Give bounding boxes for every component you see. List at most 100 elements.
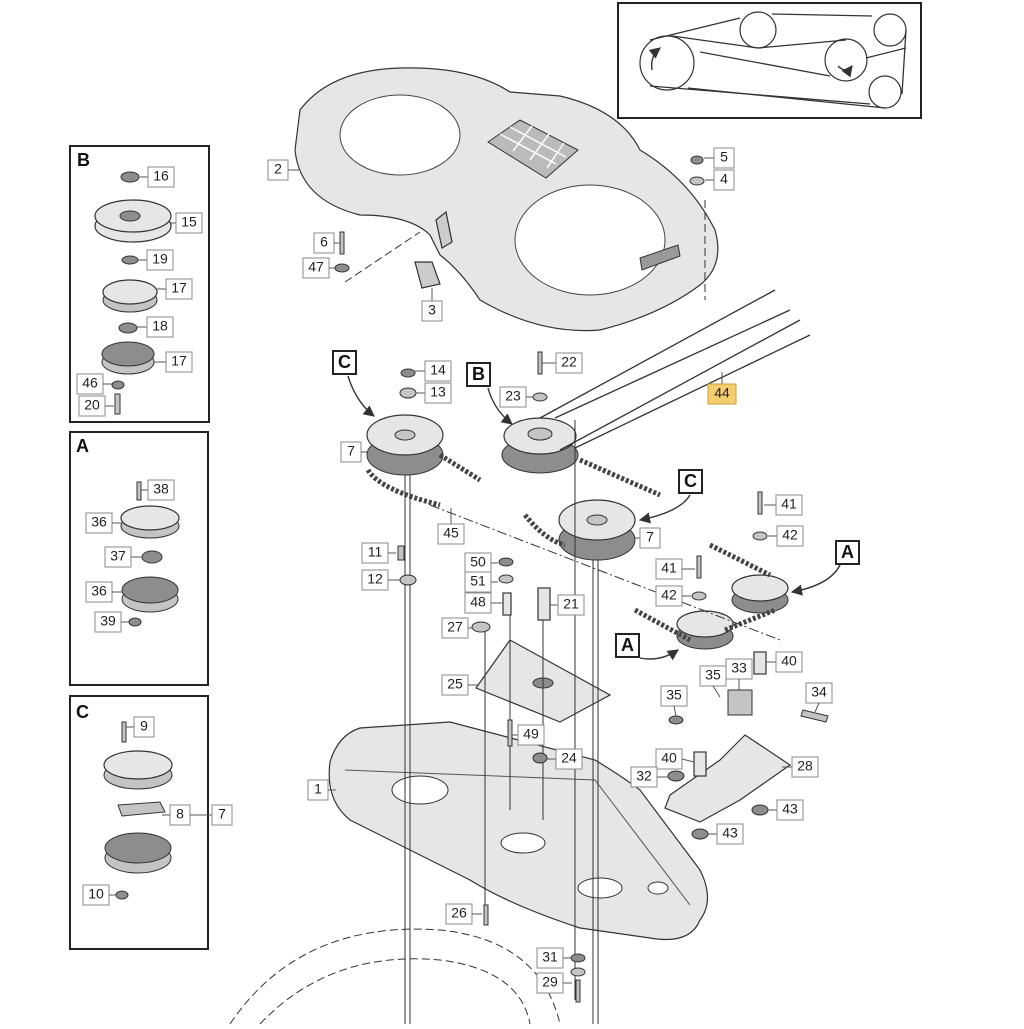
svg-text:36: 36 [91, 583, 107, 599]
svg-text:23: 23 [505, 388, 521, 404]
svg-text:C: C [338, 352, 351, 372]
small-hardware [334, 155, 829, 1003]
callout-3: 3 [421, 288, 443, 322]
inset-a-title: A [76, 436, 89, 456]
callout-8: 8 [162, 804, 191, 826]
callout-50: 50 [464, 552, 498, 574]
svg-text:12: 12 [367, 571, 383, 587]
guide-lines [344, 200, 706, 300]
callout-11: 11 [361, 542, 396, 564]
svg-text:42: 42 [782, 527, 798, 543]
svg-text:7: 7 [218, 806, 226, 822]
callout-4: 4 [705, 169, 735, 191]
top-cover [294, 67, 719, 332]
svg-text:50: 50 [470, 554, 486, 570]
callout-43-lower: 43 [708, 823, 744, 845]
callout-35-upper: 35 [699, 665, 727, 698]
callout-2: 2 [267, 159, 300, 181]
callout-45: 45 [437, 508, 465, 545]
svg-text:27: 27 [447, 619, 463, 635]
svg-text:21: 21 [563, 596, 579, 612]
svg-text:8: 8 [176, 806, 184, 822]
sprocket-a-right [731, 574, 789, 614]
callout-36-lower: 36 [85, 581, 122, 603]
callout-40-lower: 40 [655, 748, 695, 770]
svg-text:37: 37 [110, 548, 126, 564]
svg-text:35: 35 [666, 687, 682, 703]
callout-28: 28 [782, 756, 819, 778]
callout-13: 13 [416, 382, 452, 404]
svg-text:C: C [684, 471, 697, 491]
svg-text:26: 26 [451, 905, 467, 921]
svg-text:18: 18 [152, 318, 168, 334]
pointer-b: B [466, 362, 513, 425]
svg-text:33: 33 [731, 660, 747, 676]
svg-text:20: 20 [84, 397, 100, 413]
svg-text:40: 40 [781, 653, 797, 669]
callout-34: 34 [805, 682, 833, 713]
callout-16: 16 [140, 166, 175, 188]
callout-24: 24 [547, 748, 583, 770]
callout-47: 47 [302, 257, 335, 279]
callout-46: 46 [76, 373, 112, 395]
callout-31: 31 [536, 947, 571, 969]
callout-37: 37 [104, 546, 142, 568]
callout-49: 49 [512, 724, 545, 746]
callout-14: 14 [415, 360, 452, 382]
sprocket-a-left [676, 610, 734, 650]
svg-text:40: 40 [661, 750, 677, 766]
svg-text:3: 3 [428, 302, 436, 318]
svg-text:9: 9 [140, 718, 148, 734]
bracket-28 [664, 734, 792, 823]
callout-48: 48 [464, 592, 502, 614]
inset-b-title: B [77, 150, 90, 170]
callout-41-upper: 41 [764, 494, 803, 516]
callout-1: 1 [307, 779, 336, 801]
callout-35-lower: 35 [660, 685, 688, 717]
callout-22: 22 [542, 352, 583, 374]
svg-text:7: 7 [646, 529, 654, 545]
callout-17-upper: 17 [157, 278, 193, 300]
callout-43-upper: 43 [768, 799, 804, 821]
svg-text:19: 19 [152, 251, 168, 267]
svg-text:1: 1 [314, 781, 322, 797]
callout-39: 39 [94, 611, 129, 633]
sprocket-c-middle [558, 499, 636, 561]
chain-45 [365, 452, 776, 643]
callout-41-lower: 41 [655, 558, 695, 580]
base-plate [328, 721, 709, 941]
shaft-lines [404, 420, 599, 1024]
callout-7-inset: 7 [211, 804, 233, 826]
callout-7-middle: 7 [634, 527, 661, 549]
svg-text:45: 45 [443, 525, 459, 541]
svg-text:43: 43 [782, 801, 798, 817]
callout-33: 33 [725, 658, 753, 690]
svg-text:39: 39 [100, 613, 116, 629]
svg-text:A: A [621, 635, 634, 655]
callout-18: 18 [137, 316, 174, 338]
callout-7-left: 7 [340, 441, 367, 463]
svg-text:A: A [841, 542, 854, 562]
callout-38: 38 [141, 479, 175, 501]
svg-text:14: 14 [430, 362, 446, 378]
callout-27: 27 [441, 617, 472, 639]
svg-text:24: 24 [561, 750, 577, 766]
callout-32: 32 [630, 766, 668, 788]
svg-text:10: 10 [88, 886, 104, 902]
svg-text:5: 5 [720, 149, 728, 165]
svg-text:2: 2 [274, 161, 282, 177]
callout-6: 6 [313, 232, 340, 254]
svg-text:31: 31 [542, 949, 558, 965]
svg-text:49: 49 [523, 726, 539, 742]
svg-text:41: 41 [661, 560, 677, 576]
centerline [429, 504, 781, 641]
callout-15: 15 [171, 212, 203, 234]
svg-text:46: 46 [82, 375, 98, 391]
svg-text:15: 15 [181, 214, 197, 230]
inset-a: A [69, 431, 209, 686]
svg-text:34: 34 [811, 684, 827, 700]
svg-text:44: 44 [714, 385, 730, 401]
belt-44 [539, 289, 811, 451]
